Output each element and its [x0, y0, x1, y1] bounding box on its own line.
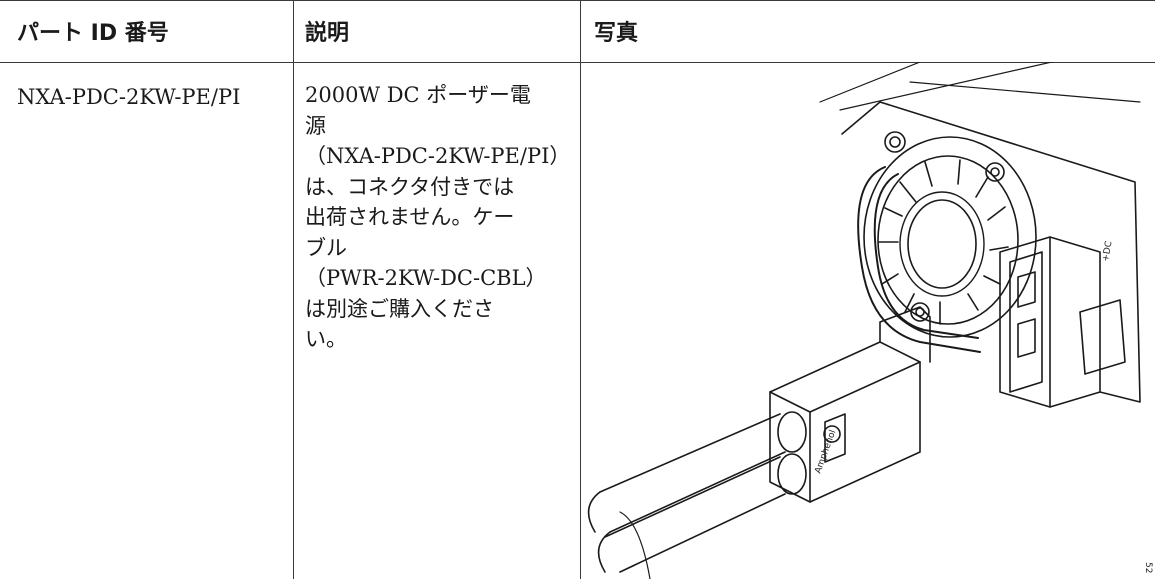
table-top-border	[0, 0, 1155, 1]
table-row-part-id: NXA-PDC-2KW-PE/PI	[17, 85, 241, 109]
header-description: 説明	[305, 21, 350, 46]
table-row-photo: +DC Amphenol 52	[580, 62, 1155, 579]
column-divider-2	[580, 0, 581, 579]
description-line: 2000W DC ポーザー電	[305, 83, 531, 107]
header-part-id: パート ID 番号	[17, 21, 169, 46]
description-line: ブル	[305, 235, 347, 260]
description-line: は、コネクタ付きでは	[305, 174, 515, 199]
description-line: 出荷されません。ケー	[305, 205, 515, 229]
description-line: （NXA-PDC-2KW-PE/PI）	[305, 144, 571, 168]
description-line: 源	[305, 113, 326, 138]
description-line: （PWR-2KW-DC-CBL）	[305, 266, 547, 290]
header-photo: 写真	[594, 21, 639, 46]
description-line: は別途ご購入くださ	[305, 296, 494, 321]
column-divider-1	[293, 0, 294, 579]
illustration-code-label: 52	[1143, 562, 1153, 573]
connector-brand-label: Amphenol	[813, 429, 838, 475]
header-bottom-border	[0, 62, 1155, 63]
dc-polarity-label: +DC	[1101, 240, 1114, 262]
power-supply-connector-illustration: +DC Amphenol 52	[587, 62, 1153, 579]
table-row-description: 2000W DC ポーザー電 源 （NXA-PDC-2KW-PE/PI） は、コ…	[305, 80, 575, 355]
description-line: い。	[305, 327, 347, 351]
